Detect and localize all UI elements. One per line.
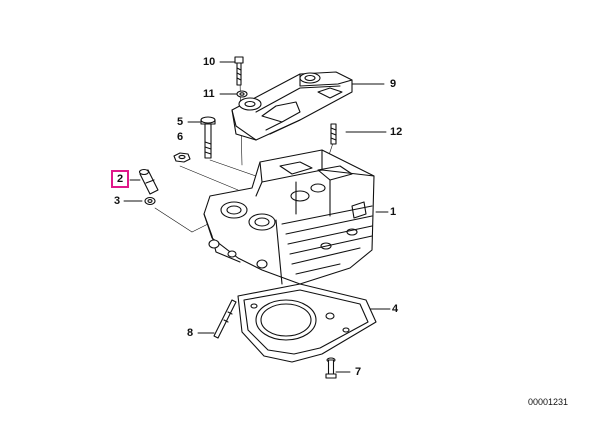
head-gasket-part-4 [238, 284, 376, 362]
callout-label-3[interactable]: 3 [114, 195, 121, 207]
stud-part-12 [331, 124, 336, 144]
bolt-part-10 [235, 57, 243, 85]
callout-label-5[interactable]: 5 [177, 116, 184, 128]
callout-label-2[interactable]: 2 [111, 170, 130, 188]
callout-label-1[interactable]: 1 [390, 206, 397, 218]
callout-label-7[interactable]: 7 [355, 366, 362, 378]
leader-lines [124, 62, 390, 372]
nut-part-6 [174, 153, 190, 162]
callout-label-6[interactable]: 6 [177, 131, 184, 143]
rocker-carrier-part-9 [232, 72, 352, 140]
callout-label-4[interactable]: 4 [392, 303, 399, 315]
sleeve-part-2 [140, 170, 159, 195]
screw-part-7 [326, 358, 336, 378]
callout-label-9[interactable]: 9 [390, 78, 397, 90]
bolt-part-5 [201, 117, 215, 158]
stud-part-8 [214, 300, 236, 338]
callout-label-8[interactable]: 8 [187, 327, 194, 339]
seal-part-3 [145, 198, 155, 205]
callout-label-11[interactable]: 11 [203, 88, 215, 100]
cylinder-head-part-1 [204, 150, 374, 284]
washer-part-11 [237, 91, 247, 97]
diagram-reference-number: 00001231 [528, 397, 569, 407]
callout-label-12[interactable]: 12 [390, 126, 403, 138]
callout-label-10[interactable]: 10 [203, 56, 216, 68]
